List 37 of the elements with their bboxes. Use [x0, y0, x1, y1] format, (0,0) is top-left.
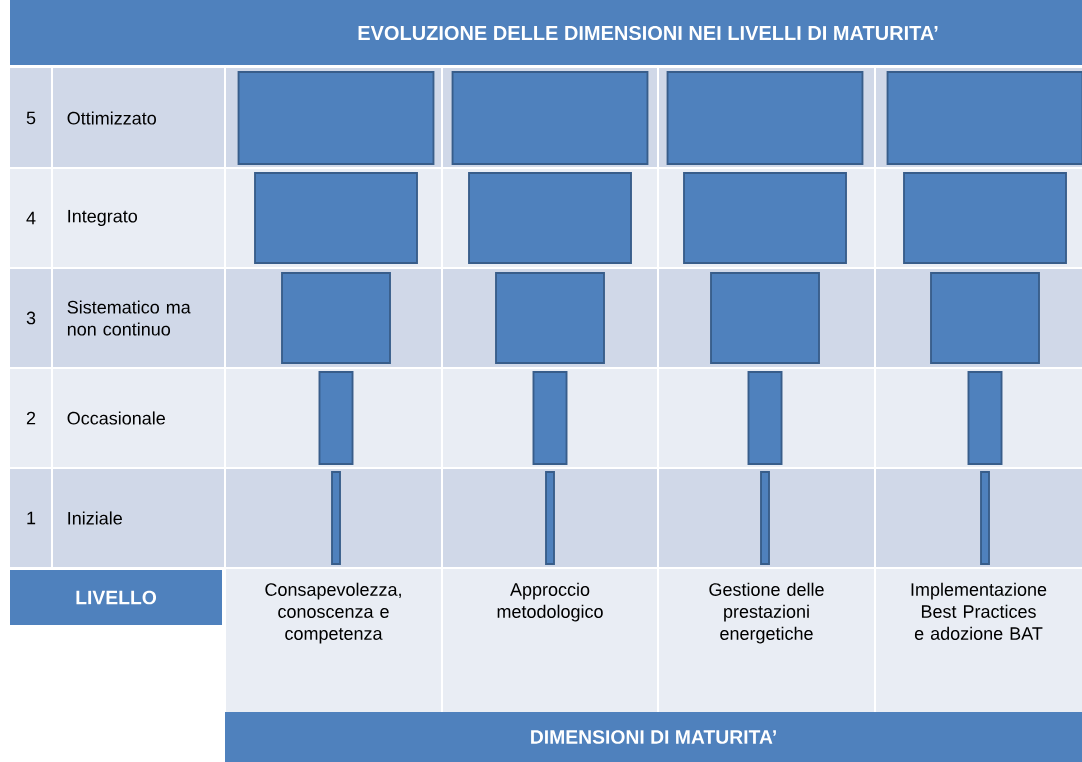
bar [495, 272, 605, 364]
bar [281, 272, 391, 364]
bar [545, 471, 555, 565]
bar [331, 471, 341, 565]
level-name: Occasionale [67, 411, 165, 425]
bar [237, 71, 435, 165]
level-number: 4 [26, 211, 36, 225]
level-header-box: LIVELLO [10, 570, 222, 625]
bar [683, 172, 847, 264]
level-name: Iniziale [68, 511, 122, 525]
bar [666, 71, 864, 165]
level-number: 1 [27, 511, 36, 525]
bar [254, 172, 418, 264]
bar [980, 471, 990, 565]
bar [532, 371, 568, 465]
title: EVOLUZIONE DELLE DIMENSIONI NEI LIVELLI DI MATURITA’ [358, 25, 938, 41]
dimension-name: Consapevolezza, conoscenza e competenza [265, 582, 401, 644]
level-name: Sistematico ma non continuo [67, 300, 191, 336]
bar [318, 371, 354, 465]
level-number: 5 [26, 111, 36, 125]
dimension-header-band: DIMENSIONI DI MATURITA’ [224, 712, 1082, 762]
level-name: Ottimizzato [67, 111, 156, 125]
bar [451, 71, 649, 165]
bar [747, 371, 783, 465]
dimension-name: Approccio metodologico [497, 582, 603, 622]
level-number: 2 [26, 411, 36, 425]
bar [903, 172, 1067, 264]
level-number: 3 [26, 311, 36, 325]
dimension-name: Gestione delle prestazioni energetiche [709, 582, 824, 644]
dimension-name: Implementazione Best Practices e adozione BAT [911, 582, 1047, 640]
bar [468, 172, 632, 264]
bar [930, 272, 1040, 364]
bar [760, 471, 770, 565]
bar [710, 272, 820, 364]
bar [886, 71, 1082, 165]
level-name: Integrato [68, 209, 137, 227]
bar [967, 371, 1003, 465]
